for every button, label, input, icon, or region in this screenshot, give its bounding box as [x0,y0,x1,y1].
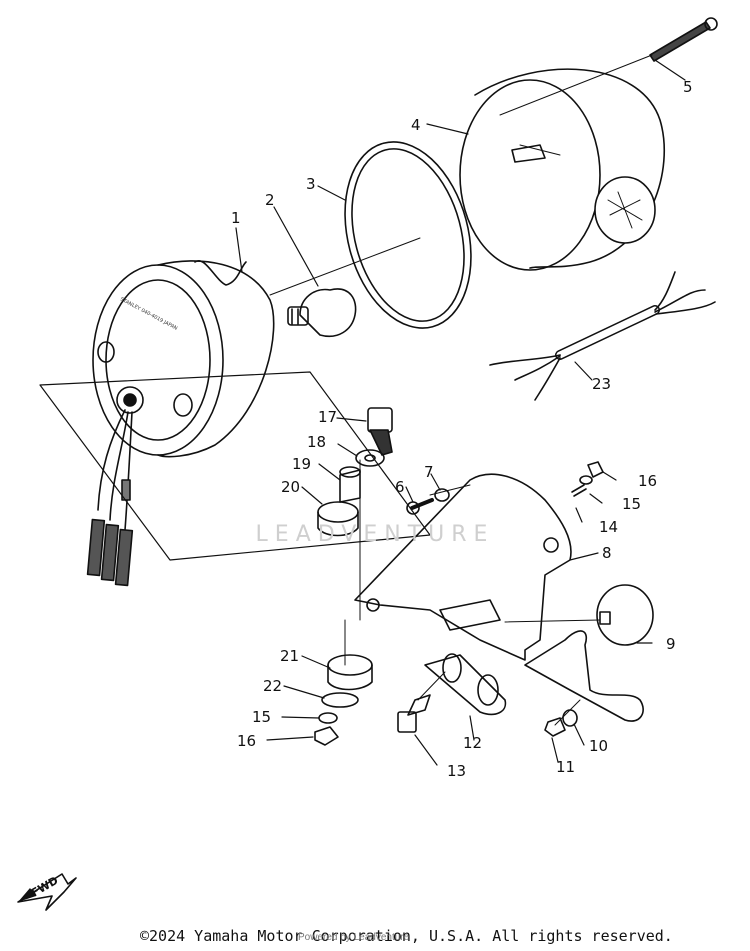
part-19-collar[interactable] [339,466,361,503]
part-9-reflector[interactable] [596,584,654,646]
callout-8: 8 [602,544,612,562]
part-18-washer[interactable] [355,449,385,467]
part-14-spring[interactable] [571,484,587,497]
part-21-grommet[interactable] [327,654,373,691]
part-17-bolt[interactable] [367,407,393,456]
callout-19: 19 [292,455,311,473]
callout-7: 7 [424,463,434,481]
callout-1: 1 [231,209,241,227]
part-3-gasket[interactable] [325,128,490,343]
part-13-bolt[interactable] [397,694,431,733]
callout-labels: 1 2 3 4 5 6 7 8 9 10 11 12 13 14 15 16 1… [231,78,693,780]
part-12-plate[interactable] [424,653,507,716]
copyright-text: ©2024 Yamaha Motor Corporation, U.S.A. A… [140,927,673,945]
callout-21: 21 [280,647,299,665]
part-7-washer[interactable] [434,488,450,502]
callout-15-upper: 15 [622,495,641,513]
callout-23: 23 [592,375,611,393]
callout-13: 13 [447,762,466,780]
powered-by-text: Powered by Leadventure [298,932,410,943]
part-23-wire-harness[interactable] [489,271,716,401]
part-1-lamp-housing[interactable] [92,260,275,458]
callout-16-lower: 16 [237,732,256,750]
part-8-bracket[interactable] [354,473,572,661]
callout-2: 2 [265,191,275,209]
part-15-upper-washer[interactable] [579,475,593,485]
callout-9: 9 [666,635,676,653]
part-6-screw[interactable] [406,498,434,515]
part-1-wire-leads [86,409,134,587]
part-4-lens[interactable] [459,68,665,271]
assembly-lines [269,54,653,726]
callout-3: 3 [306,175,316,193]
part-10-washer[interactable] [562,709,578,727]
part-5-screw[interactable] [649,17,718,62]
callout-4: 4 [411,116,421,134]
callout-12: 12 [463,734,482,752]
callout-17: 17 [318,408,337,426]
part-16-lower-nut[interactable] [314,726,339,746]
part-16-upper-nut[interactable] [587,461,604,478]
callout-14: 14 [599,518,618,536]
callout-11: 11 [556,758,575,776]
callout-10: 10 [589,737,608,755]
leader-lines [235,59,686,766]
callout-6: 6 [395,478,405,496]
license-plate-bracket [524,630,644,722]
callout-16-upper: 16 [638,472,657,490]
part-22-washer[interactable] [321,692,359,708]
fwd-arrow-icon: FWD [17,873,77,911]
mounting-plane-outline [39,371,431,561]
part-11-nut[interactable] [544,717,566,737]
callout-15-lower: 15 [252,708,271,726]
callout-22: 22 [263,677,282,695]
callout-18: 18 [307,433,326,451]
part-15-lower-washer[interactable] [318,712,338,724]
part-20-grommet[interactable] [317,501,359,537]
housing-stamp-text: STANLEY 040-4019 JAPAN [119,296,178,331]
callout-5: 5 [683,78,693,96]
callout-20: 20 [281,478,300,496]
part-2-bulb[interactable] [287,288,357,337]
